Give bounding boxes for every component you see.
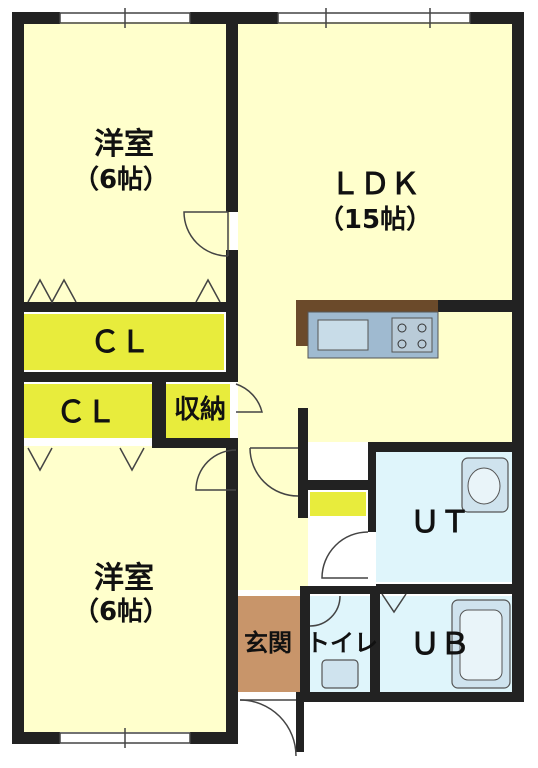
closet-mid-label: ＣＬ [56,395,116,430]
door-toilet [309,595,341,627]
western-room-bottom-floor [22,446,230,732]
kitchen-counter [296,300,439,359]
storage-label: 収納 [173,395,226,425]
stove-icon [391,317,433,353]
fixtures [321,457,511,689]
closet-top-floor [22,314,224,370]
bath-label: ＵＢ [410,627,470,662]
wall-divider-vertical [226,12,238,212]
closet-mid-folding-door [27,447,145,472]
closet-doors [27,278,407,614]
entrance-label: 玄関 [244,629,292,657]
western-room-bottom-name: 洋室 [94,561,154,596]
closet-top-folding-door [27,278,221,304]
wall-toilet-left [300,586,310,696]
wall-utility-top [368,442,524,452]
sink-icon [317,319,369,351]
western-room-top-floor [22,22,230,312]
wall-right-upper [512,12,524,444]
utility-label: ＵＴ [410,505,470,540]
ldk-size: （15帖） [317,205,433,235]
wall-entrance-right [296,692,304,752]
ldk-name: ＬＤＫ [330,167,420,202]
wall-closet-mid-right [152,382,166,438]
hall-floor [238,300,308,590]
walls [12,12,524,752]
storage-floor [166,384,230,438]
window-top-right [277,12,471,24]
wall-utility-left [368,442,376,532]
wall-bottom-left [12,732,60,744]
wall-ldk-bottom-right [438,300,524,312]
wall-bottom-mid [190,732,238,744]
door-top-room [183,211,229,257]
wall-divider-vertical-2 [226,250,238,380]
door-utility [321,531,369,579]
windows [59,8,471,748]
wall-closet-top [24,302,226,312]
utility-folding-door [381,593,407,614]
wall-entrance-left [226,586,238,706]
wall-shoe-top [298,480,368,490]
wall-closet-split [12,372,238,382]
entrance-floor [238,596,300,692]
western-room-bottom-size: （6帖） [72,597,170,627]
wall-bottom-right [300,692,524,702]
closet-top-label: ＣＬ [90,325,150,360]
wall-bath-left [370,586,380,696]
shoe-box-floor [310,492,366,516]
western-room-top-size: （6帖） [72,165,170,195]
door-storage [235,383,263,413]
western-room-top-name: 洋室 [94,127,154,162]
wall-closet-bottom [152,438,238,448]
closet-mid-floor [22,384,152,438]
room-fills [22,22,514,732]
wall-utility-right [512,442,524,702]
toilet-icon [321,659,359,689]
wall-utility-bottom [376,584,512,594]
toilet-label: トイレ [306,629,378,657]
wall-toilet-top [310,586,370,594]
wall-top-right [470,12,524,24]
doors [183,211,369,757]
door-hall [249,447,299,497]
wall-hall-right [298,408,308,518]
door-entrance [239,699,297,757]
door-bottom-room [195,449,237,491]
